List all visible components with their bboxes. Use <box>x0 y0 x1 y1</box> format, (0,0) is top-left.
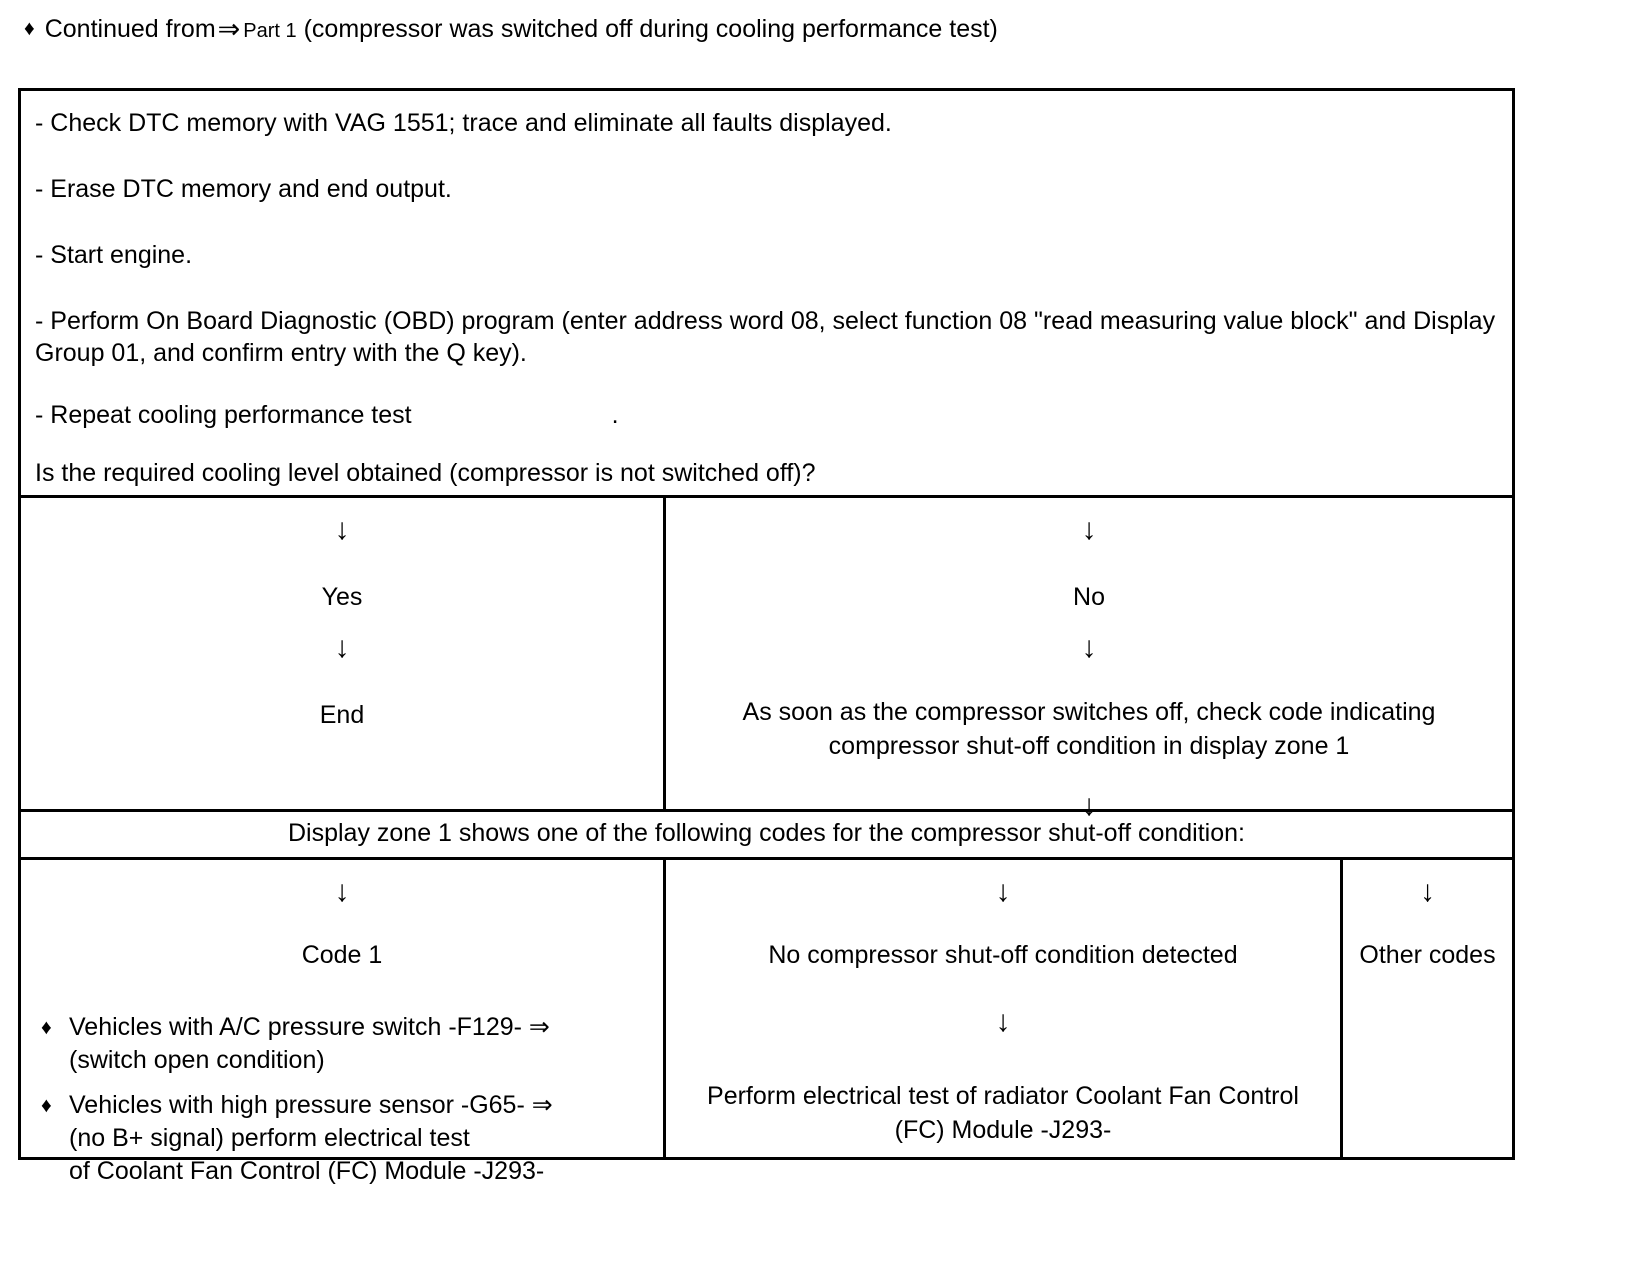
continued-from-suffix: (compressor was switched off during cool… <box>303 15 998 43</box>
no-branch-action-line2: compressor shut-off condition in display… <box>828 732 1350 760</box>
instruction-repeat-test-text: - Repeat cooling performance test <box>35 401 412 429</box>
part-reference[interactable]: Part 1 <box>243 20 297 42</box>
down-arrow-icon: ↓ <box>995 875 1011 908</box>
none-detected-action-line1: Perform electrical test of radiator Cool… <box>707 1082 1299 1110</box>
decision-branch-yes: ↓ Yes ↓ End <box>21 495 663 809</box>
divider-above-decision <box>21 495 1512 498</box>
list-item: ♦ Vehicles with A/C pressure switch -F12… <box>35 1011 653 1077</box>
divider-decision-columns <box>663 495 666 809</box>
divider-codes-left <box>663 857 666 1157</box>
flowchart-box: - Check DTC memory with VAG 1551; trace … <box>18 88 1515 1185</box>
down-arrow-icon: ↓ <box>334 513 350 546</box>
code1-bullet1-line1: Vehicles with A/C pressure switch -F129-… <box>69 1013 550 1041</box>
instruction-repeat-test: - Repeat cooling performance test. <box>35 399 1498 431</box>
branch-result-end: End <box>319 701 365 729</box>
down-arrow-icon: ↓ <box>995 1005 1011 1038</box>
codes-row: ↓ Code 1 ♦ Vehicles with A/C pressure sw… <box>21 857 1512 1185</box>
continued-from-text: Continued from <box>44 15 216 43</box>
down-arrow-icon: ↓ <box>1081 631 1097 664</box>
other-codes-heading: Other codes <box>1359 941 1496 969</box>
code1-bullet2-line3: of Coolant Fan Control (FC) Module -J293… <box>69 1157 545 1185</box>
divider-below-band <box>21 857 1512 860</box>
branch-label-yes: Yes <box>321 583 363 611</box>
code1-heading: Code 1 <box>301 941 383 969</box>
instruction-start-engine: - Start engine. <box>35 241 193 269</box>
decision-question: Is the required cooling level obtained (… <box>35 459 816 487</box>
code1-bullet-list: ♦ Vehicles with A/C pressure switch -F12… <box>21 1011 663 1188</box>
no-branch-action-line1: As soon as the compressor switches off, … <box>742 698 1436 726</box>
divider-above-band <box>21 809 1512 812</box>
code1-bullet2-line1: Vehicles with high pressure sensor -G65-… <box>69 1091 553 1119</box>
branch-label-no: No <box>1073 583 1105 611</box>
divider-codes-right <box>1340 857 1343 1157</box>
instruction-check-dtc: - Check DTC memory with VAG 1551; trace … <box>35 109 892 137</box>
diamond-bullet-icon: ♦ <box>41 1094 52 1117</box>
down-arrow-icon: ↓ <box>334 631 350 664</box>
diamond-bullet-icon: ♦ <box>41 1016 52 1039</box>
double-arrow-icon: ⇒ <box>217 14 241 44</box>
continued-from-note: ♦ Continued from⇒Part 1 (compressor was s… <box>24 12 1584 48</box>
list-item: ♦ Vehicles with high pressure sensor -G6… <box>35 1089 653 1188</box>
down-arrow-icon: ↓ <box>1420 875 1435 908</box>
diamond-bullet-icon: ♦ <box>24 17 35 40</box>
down-arrow-icon: ↓ <box>334 875 350 908</box>
codes-column-code1: ↓ Code 1 ♦ Vehicles with A/C pressure sw… <box>21 857 663 1185</box>
decision-branch-no: ↓ No ↓ As soon as the compressor switche… <box>666 495 1512 822</box>
instruction-block: - Check DTC memory with VAG 1551; trace … <box>21 91 1512 495</box>
down-arrow-icon: ↓ <box>1081 513 1097 546</box>
decision-row: ↓ Yes ↓ End ↓ No ↓ As soon as the compre… <box>21 495 1512 822</box>
instruction-erase-dtc: - Erase DTC memory and end output. <box>35 175 452 203</box>
instruction-obd-program: - Perform On Board Diagnostic (OBD) prog… <box>35 307 1496 367</box>
codes-column-none-detected: ↓ No compressor shut-off condition detec… <box>666 857 1340 1157</box>
code1-bullet2-line2: (no B+ signal) perform electrical test <box>69 1124 470 1152</box>
none-detected-action-line2: (FC) Module -J293- <box>894 1116 1112 1144</box>
down-arrow-icon: ↓ <box>1081 789 1097 822</box>
trailing-period: . <box>611 401 619 429</box>
none-detected-heading: No compressor shut-off condition detecte… <box>768 941 1238 969</box>
display-zone-band: Display zone 1 shows one of the followin… <box>287 819 1245 847</box>
codes-column-other: ↓ Other codes <box>1343 857 1512 1157</box>
code1-bullet1-line2: (switch open condition) <box>69 1046 325 1074</box>
